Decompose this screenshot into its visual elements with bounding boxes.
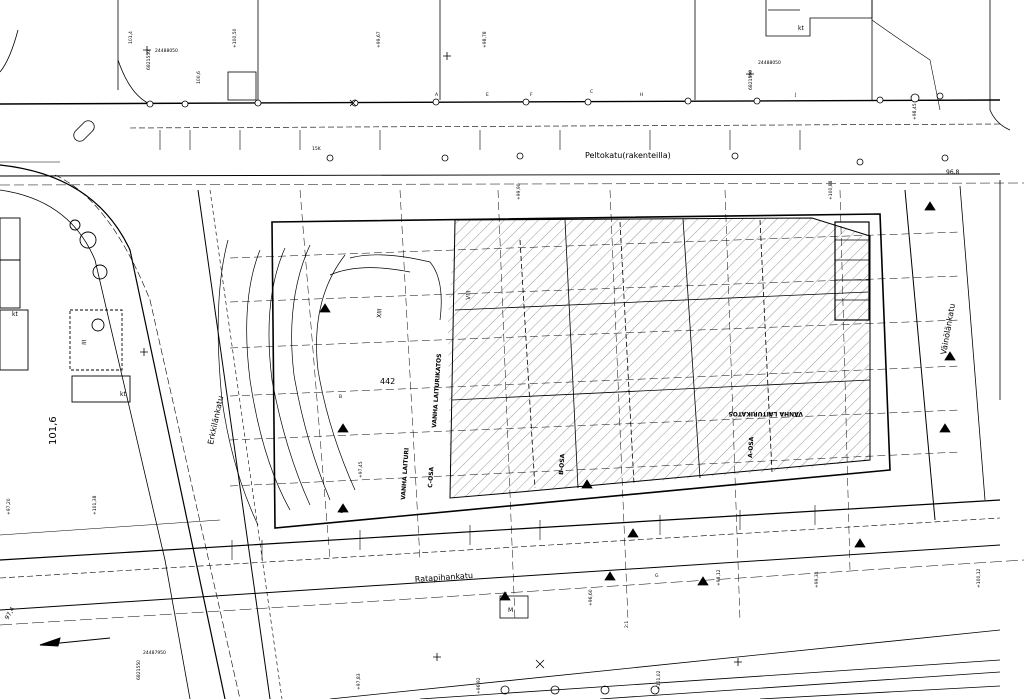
spot-height: +98,45 [912,103,918,120]
street-label-erkkilankatu: Erkkilänkatu [206,395,225,445]
survey-crosses [140,46,754,669]
profile-letter: E [486,92,489,98]
profile-letter: F [530,92,533,98]
coord-24488050-a: 24488050 [155,48,178,54]
spot-height: +97,83 [356,673,362,690]
elevation-97-4: 97,4 [4,606,17,621]
coord-24488050-b: 24488050 [758,60,781,66]
profile-letter: C [590,89,593,95]
erkkilankatu-road [0,164,283,699]
label-442: 442 [380,377,395,386]
label-15k: 15K [312,146,322,152]
coord-6821550-a: 6821550 [146,50,152,70]
spot-height: +101,38 [92,495,98,515]
label-kt-3: kt [120,391,126,398]
spot-height: +96,60 [588,589,594,606]
label-vanha-katos-1: VANHA LAITURIKATOS [431,353,443,428]
coord-24487950: 24487950 [143,650,166,656]
north-arrow-icon [39,637,111,647]
construction-site [229,189,961,621]
label-b-osa: B-OSA [558,453,566,475]
marker-box [499,595,529,619]
profile-letter: D [340,509,344,515]
label-vanha-laituri: VANHA LAITURI [400,448,411,501]
spot-height: +96,92 [476,677,482,694]
peltokatu-street [0,99,1024,186]
peltokatu-nodes [146,92,949,166]
street-label-vainolankatu: Väinölänkatu [939,303,957,356]
elevation-100-6: 100,6 [196,71,202,84]
label-viii: VIII [465,290,473,300]
profile-letter: B [339,394,342,400]
railway-tracks [500,671,1001,699]
spot-height: +97,45 [358,461,364,478]
label-xiii: XIII [376,308,384,318]
upper-block-lines [0,0,1011,142]
ratapihankatu-road [0,499,1024,699]
profile-letters: A B C D E F G H J [339,89,796,579]
label-c-osa: C-OSA [427,466,435,488]
street-label-peltokatu: Peltokatu(rakenteilla) [585,151,671,160]
coord-6821550-c: 6821550 [136,660,142,680]
spot-height: +100,12 [976,568,982,588]
profile-letter: H [640,92,643,98]
elevation-96-8: 96,8 [946,169,960,176]
spot-height: +100,88 [828,180,834,200]
coord-6821550-b: 6821550 [748,70,754,90]
street-label-ratapihankatu: Ratapihankatu [415,571,474,584]
spot-height: +97,20 [6,498,12,515]
triangle-markers [319,201,956,601]
spot-heights: +99,67 +98,78 +100,50 +101,38 +97,45 +96… [6,28,982,694]
label-a-osa: A-OSA [747,436,755,458]
spot-height: +99,31 [814,571,820,588]
spot-height: +99,90 [516,183,522,200]
spot-height: +98,12 [716,569,722,586]
spot-height: +99,67 [376,31,382,48]
profile-letter: J [794,92,796,98]
spot-height: +98,78 [482,31,488,48]
label-iii: III [81,339,88,345]
label-kt-1: kt [798,25,804,32]
west-buildings [0,217,131,403]
label-vanha-katos-2: VANHA LAITURIKATOS [728,410,803,417]
contour-lines [217,239,442,526]
elevation-101-4: 101,4 [128,31,134,44]
profile-letter: A [435,92,439,98]
elevation-101-6: 101,6 [48,416,59,445]
annotation-ticks [159,130,816,560]
label-kt-2: kt [12,311,18,318]
marker-box-label: M [508,607,513,614]
vainolankatu-road [871,19,1001,521]
spot-height: +100,50 [232,28,238,48]
spot-height: +101,02 [656,670,662,690]
profile-letter: G [655,573,659,579]
label-scale: 2:1 [624,621,630,628]
